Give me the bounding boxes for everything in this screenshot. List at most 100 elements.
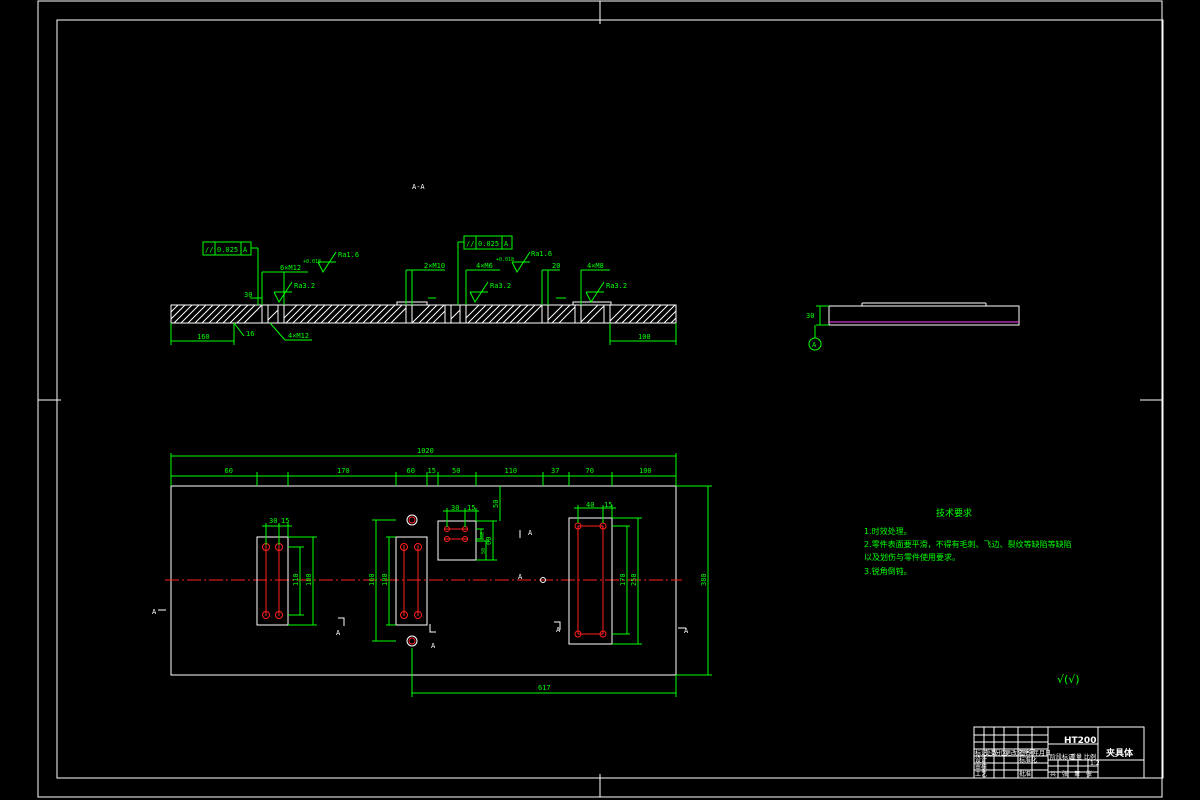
svg-text:0.025: 0.025 [217, 246, 238, 254]
svg-text:180: 180 [305, 573, 313, 586]
tech-title: 技术要求 [936, 507, 972, 519]
tb-cell-17: 第 [1074, 770, 1080, 778]
dim-bottom: 617 [538, 684, 551, 692]
part-name: 夹具体 [1106, 747, 1134, 759]
tolerance-frame-2: // 0.025 A [457, 235, 513, 305]
svg-text:A: A [518, 573, 523, 581]
svg-text:180: 180 [381, 573, 389, 586]
dim-overall: 1020 [417, 447, 434, 455]
holes3: 4×M6 [476, 262, 493, 270]
svg-text:15: 15 [281, 517, 289, 525]
svg-text:+0.018: +0.018 [496, 257, 514, 263]
tb-cell-11: 阶段标记 [1050, 753, 1074, 761]
surface-finish-symbol: √(√) [1057, 673, 1080, 686]
svg-text:0.025: 0.025 [478, 240, 499, 248]
title-block-cells: 标记处数分区更改文件号签名年月日设计标准化审核工艺批准阶段标记重量比例1:2共张… [975, 749, 1100, 778]
tb-cell-1: 处数 [985, 749, 997, 757]
svg-text:160: 160 [368, 573, 376, 586]
top-dim-1: 170 [337, 467, 350, 475]
plan-view: 1020 60 170 60 15 50 110 37 70 100 380 617 30 [152, 447, 712, 697]
svg-text:Ra3.2: Ra3.2 [606, 282, 627, 290]
side-dim: 30 [806, 312, 814, 320]
svg-text:Ra3.2: Ra3.2 [294, 282, 315, 290]
top-dimension-chain: 60 170 60 15 50 110 37 70 100 [225, 467, 652, 486]
holes1: 6×M12 [280, 264, 301, 272]
technical-requirements: 技术要求 1.时效处理。 2.零件表面要平滑，不得有毛刺、飞边、裂纹等缺陷等缺陷… [864, 507, 1072, 576]
top-dim-0: 60 [225, 467, 233, 475]
datum-a: A [812, 341, 817, 349]
tech-item-1: 1.时效处理。 [864, 526, 912, 536]
dim-left: 160 [197, 333, 210, 341]
dim-small2: 30 [244, 291, 252, 299]
side-view: 30 A [806, 302, 1020, 351]
roughness-symbol-5: Ra3.2 [585, 281, 627, 304]
tb-cell-12: 重量 [1070, 753, 1082, 761]
roughness-symbol-3: Ra1.6 [511, 250, 552, 274]
top-dim-6: 37 [551, 467, 559, 475]
svg-text:A: A [152, 608, 157, 616]
tb-cell-4: 签名 [1019, 749, 1031, 757]
top-dim-7: 70 [586, 467, 594, 475]
fixture-block-2: 160 180 [368, 514, 428, 647]
svg-text:Ra1.6: Ra1.6 [531, 250, 552, 258]
locating-hole [540, 577, 546, 583]
svg-text:A: A [243, 246, 248, 254]
fixture-block-3: 30 15 40 60 50 50 [437, 486, 501, 561]
top-dim-5: 110 [505, 467, 518, 475]
svg-text:110: 110 [292, 573, 300, 586]
tb-cell-13: 比例 [1084, 753, 1096, 761]
svg-text:Ra3.2: Ra3.2 [490, 282, 511, 290]
tech-item-3: 以及划伤与零件使用要求。 [864, 552, 960, 562]
svg-text:50: 50 [481, 548, 487, 554]
dim-bottom-hole: 4×M12 [288, 332, 309, 340]
tb-cell-15: 共 [1050, 770, 1056, 778]
dim-small: 16 [246, 330, 254, 338]
top-dim-2: 60 [407, 467, 415, 475]
svg-text://: // [205, 246, 213, 254]
svg-text:170: 170 [619, 573, 627, 586]
outer-frame [37, 0, 1163, 798]
roughness-symbol-2: Ra3.2 [273, 281, 315, 304]
section-label: A-A [412, 183, 425, 191]
fixture-block-1: 30 15 110 180 [256, 517, 317, 626]
holes2: 2×M10 [424, 262, 445, 270]
dim-height: 380 [700, 573, 708, 586]
tb-cell-0: 标记 [975, 749, 987, 757]
top-dim-8: 100 [639, 467, 652, 475]
dim-right: 100 [638, 333, 651, 341]
tb-cell-7: 标准化 [1019, 756, 1037, 764]
svg-text:40: 40 [480, 532, 486, 538]
roughness-symbol-1: Ra1.6 [317, 251, 359, 274]
holes4: 4×M8 [587, 262, 604, 270]
section-marks: A A A A A A A [152, 529, 689, 650]
tb-cell-16: 张 [1062, 770, 1068, 778]
tech-item-4: 3.锐角倒钝。 [864, 566, 912, 576]
svg-text:A: A [556, 626, 561, 634]
svg-text:+0.018: +0.018 [303, 259, 321, 265]
svg-text:15: 15 [604, 501, 612, 509]
svg-text:A: A [431, 642, 436, 650]
material: HT200 [1064, 736, 1096, 746]
svg-text:Ra1.6: Ra1.6 [338, 251, 359, 259]
top-dim-4: 50 [452, 467, 460, 475]
svg-text:50: 50 [492, 500, 500, 508]
tolerance-frame-1: // 0.025 A [202, 241, 259, 305]
top-dim-3: 15 [428, 467, 436, 475]
tb-cell-14: 1:2 [1090, 760, 1100, 767]
title-block: HT200 夹具体 标记处数分区更改文件号签名年月日设计标准化审核工艺批准阶段标… [973, 726, 1145, 779]
fixture-block-4: 40 15 170 250 [568, 501, 642, 645]
section-hatching [170, 304, 677, 324]
tb-cell-2: 分区 [995, 749, 1007, 757]
tb-cell-3: 更改文件号 [1005, 749, 1035, 757]
tb-cell-18: 张 [1086, 770, 1092, 778]
svg-text://: // [466, 240, 474, 248]
roughness-symbol-4: Ra3.2 [469, 281, 511, 304]
svg-text:15: 15 [467, 504, 475, 512]
tb-cell-10: 批准 [1019, 770, 1031, 778]
tb-cell-5: 年月日 [1033, 749, 1051, 757]
svg-text:30: 30 [269, 517, 277, 525]
svg-text:A: A [336, 629, 341, 637]
tb-cell-6: 设计 [975, 756, 987, 764]
tb-cell-8: 审核 [975, 763, 987, 771]
